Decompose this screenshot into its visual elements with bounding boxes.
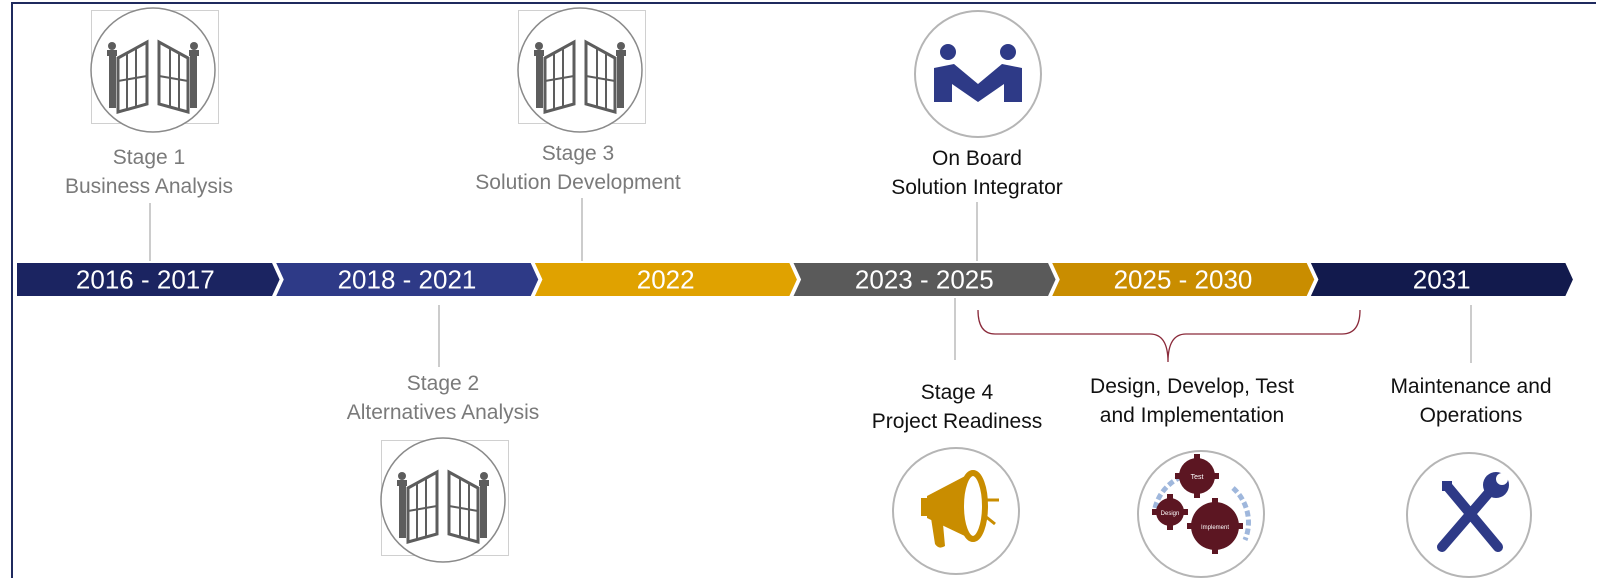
timeline-segment-label: 2025 - 2030 <box>1114 265 1253 295</box>
timeline-segment <box>1049 261 1317 298</box>
gear-label-test: Test <box>1191 474 1204 481</box>
gears-icon: Test Design Implement <box>1137 450 1265 578</box>
timeline-segment-label: 2031 <box>1413 265 1471 295</box>
timeline-segment <box>15 261 282 298</box>
gate-icon <box>517 7 643 133</box>
timeline-segment-label: 2018 - 2021 <box>338 265 477 295</box>
timeline-segment <box>1307 261 1576 298</box>
gate-icon <box>380 437 506 563</box>
timeline-segment <box>273 261 541 298</box>
gear-label-implement: Implement <box>1201 525 1229 531</box>
tools-icon <box>1406 452 1532 578</box>
diagram-frame <box>11 2 1596 578</box>
timeline-segment <box>531 261 800 298</box>
gate-icon <box>90 7 216 133</box>
timeline-segment-label: 2016 - 2017 <box>76 265 215 295</box>
brace <box>977 309 1361 363</box>
megaphone-icon <box>892 447 1020 575</box>
timeline-segment-label: 2023 - 2025 <box>855 265 994 295</box>
handshake-icon <box>914 10 1042 138</box>
timeline-segment-label: 2022 <box>637 265 695 295</box>
timeline-segment <box>790 261 1058 298</box>
gear-label-design: Design <box>1161 511 1180 517</box>
